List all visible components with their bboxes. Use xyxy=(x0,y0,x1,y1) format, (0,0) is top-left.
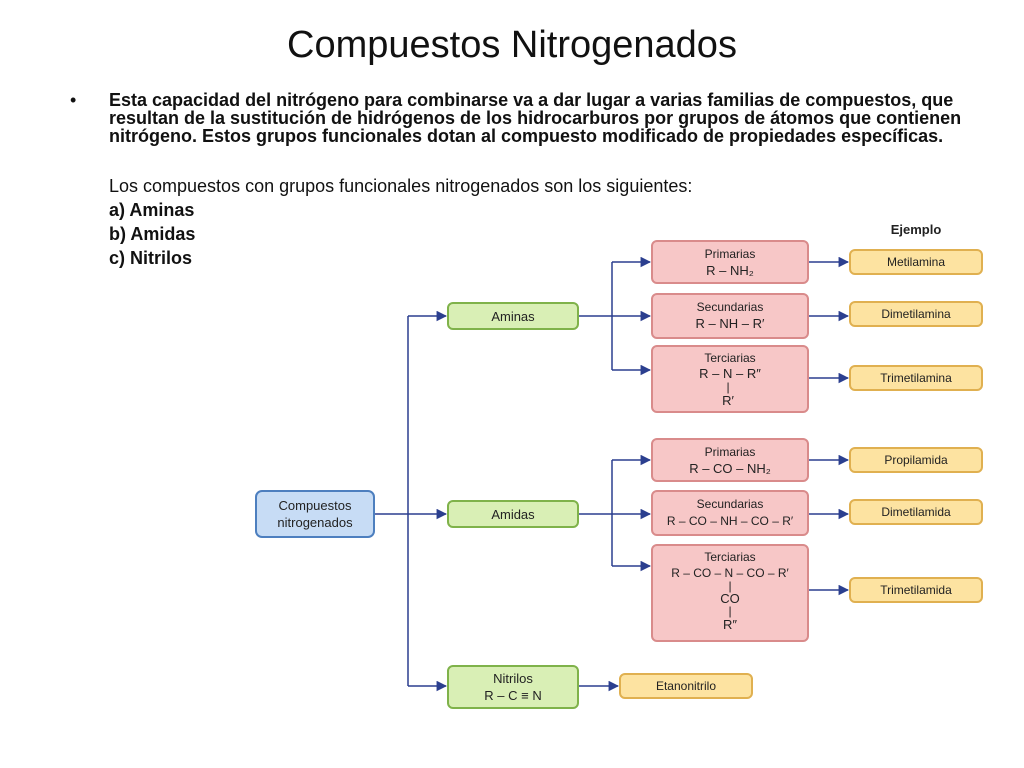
connector-lines xyxy=(374,256,850,692)
example-trimetilamida-label: Trimetilamida xyxy=(880,583,952,597)
node-amidas-box xyxy=(447,500,579,528)
node-amidas: Amidas xyxy=(447,500,579,528)
example-metilamina: Metilamina xyxy=(849,249,983,275)
node-root-line1: Compuestos xyxy=(279,498,352,513)
node-aminas-terciarias-sub: R′ xyxy=(722,393,734,408)
node-aminas-box xyxy=(447,302,579,330)
example-trimetilamina-box xyxy=(849,365,983,391)
intro-paragraph: Esta capacidad del nitrógeno para combin… xyxy=(109,90,962,146)
node-amidas-terciarias-branch2: | xyxy=(728,604,731,618)
node-aminas-label: Aminas xyxy=(491,309,535,324)
example-dimetilamina-box xyxy=(849,301,983,327)
node-aminas-secundarias-box xyxy=(651,293,809,339)
example-trimetilamida: Trimetilamida xyxy=(849,577,983,603)
node-amidas-terciarias-formula: R – CO – N – CO – R′ xyxy=(671,566,789,580)
node-root: Compuestos nitrogenados xyxy=(255,490,375,538)
example-dimetilamina-label: Dimetilamina xyxy=(881,307,951,321)
node-amidas-primarias-name: Primarias xyxy=(705,445,756,459)
node-aminas-secundarias-formula: R – NH – R′ xyxy=(696,316,765,331)
node-aminas-primarias-name: Primarias xyxy=(705,247,756,261)
node-root-box xyxy=(255,490,375,538)
node-aminas-terciarias-branch: | xyxy=(726,380,729,394)
example-trimetilamina-label: Trimetilamina xyxy=(880,371,952,385)
node-amidas-terciarias-name: Terciarias xyxy=(704,550,755,564)
node-nitrilos-formula: R – C ≡ N xyxy=(484,688,541,703)
example-dimetilamida: Dimetilamida xyxy=(849,499,983,525)
node-aminas: Aminas xyxy=(447,302,579,330)
node-amidas-secundarias-box xyxy=(651,490,809,536)
node-aminas-primarias-formula: R – NH₂ xyxy=(706,263,754,278)
node-aminas-terciarias-name: Terciarias xyxy=(704,351,755,365)
node-amidas-primarias: Primarias R – CO – NH₂ xyxy=(651,438,809,482)
node-aminas-primarias: Primarias R – NH₂ xyxy=(651,240,809,284)
list-item-aminas: a) Aminas xyxy=(109,200,195,220)
node-root-line2: nitrogenados xyxy=(277,515,353,530)
node-aminas-secundarias-name: Secundarias xyxy=(697,300,764,314)
node-aminas-terciarias-formula: R – N – R″ xyxy=(699,366,761,381)
example-header: Ejemplo xyxy=(891,222,942,237)
example-dimetilamina: Dimetilamina xyxy=(849,301,983,327)
bullet-marker: • xyxy=(70,90,77,110)
example-propilamida-box xyxy=(849,447,983,473)
node-amidas-terciarias-box xyxy=(651,544,809,642)
list-item-amidas: b) Amidas xyxy=(109,224,196,244)
example-etanonitrilo: Etanonitrilo xyxy=(619,673,753,699)
node-amidas-label: Amidas xyxy=(491,507,535,522)
example-etanonitrilo-box xyxy=(619,673,753,699)
node-amidas-secundarias-formula: R – CO – NH – CO – R′ xyxy=(667,514,794,528)
node-aminas-secundarias: Secundarias R – NH – R′ xyxy=(651,293,809,339)
example-metilamina-label: Metilamina xyxy=(887,255,945,269)
example-dimetilamida-box xyxy=(849,499,983,525)
page-title: Compuestos Nitrogenados xyxy=(287,24,737,66)
node-amidas-primarias-formula: R – CO – NH₂ xyxy=(689,461,771,476)
example-propilamida: Propilamida xyxy=(849,447,983,473)
example-propilamida-label: Propilamida xyxy=(884,453,948,467)
example-trimetilamina: Trimetilamina xyxy=(849,365,983,391)
node-aminas-primarias-box xyxy=(651,240,809,284)
node-amidas-terciarias-sub2: R″ xyxy=(723,617,737,632)
node-amidas-secundarias: Secundarias R – CO – NH – CO – R′ xyxy=(651,490,809,536)
example-etanonitrilo-label: Etanonitrilo xyxy=(656,679,716,693)
node-amidas-terciarias: Terciarias R – CO – N – CO – R′ | CO | R… xyxy=(651,544,809,642)
node-amidas-terciarias-branch: | xyxy=(728,579,731,593)
node-nitrilos-box xyxy=(447,665,579,709)
node-aminas-terciarias: Terciarias R – N – R″ | R′ xyxy=(651,345,809,413)
example-metilamina-box xyxy=(849,249,983,275)
node-nitrilos: Nitrilos R – C ≡ N xyxy=(447,665,579,709)
node-amidas-terciarias-sub1: CO xyxy=(720,591,740,606)
example-trimetilamida-box xyxy=(849,577,983,603)
node-amidas-primarias-box xyxy=(651,438,809,482)
node-nitrilos-label: Nitrilos xyxy=(493,671,533,686)
example-dimetilamida-label: Dimetilamida xyxy=(881,505,951,519)
list-intro: Los compuestos con grupos funcionales ni… xyxy=(109,176,693,196)
node-aminas-terciarias-box xyxy=(651,345,809,413)
node-amidas-secundarias-name: Secundarias xyxy=(697,497,764,511)
list-item-nitrilos: c) Nitrilos xyxy=(109,248,193,268)
